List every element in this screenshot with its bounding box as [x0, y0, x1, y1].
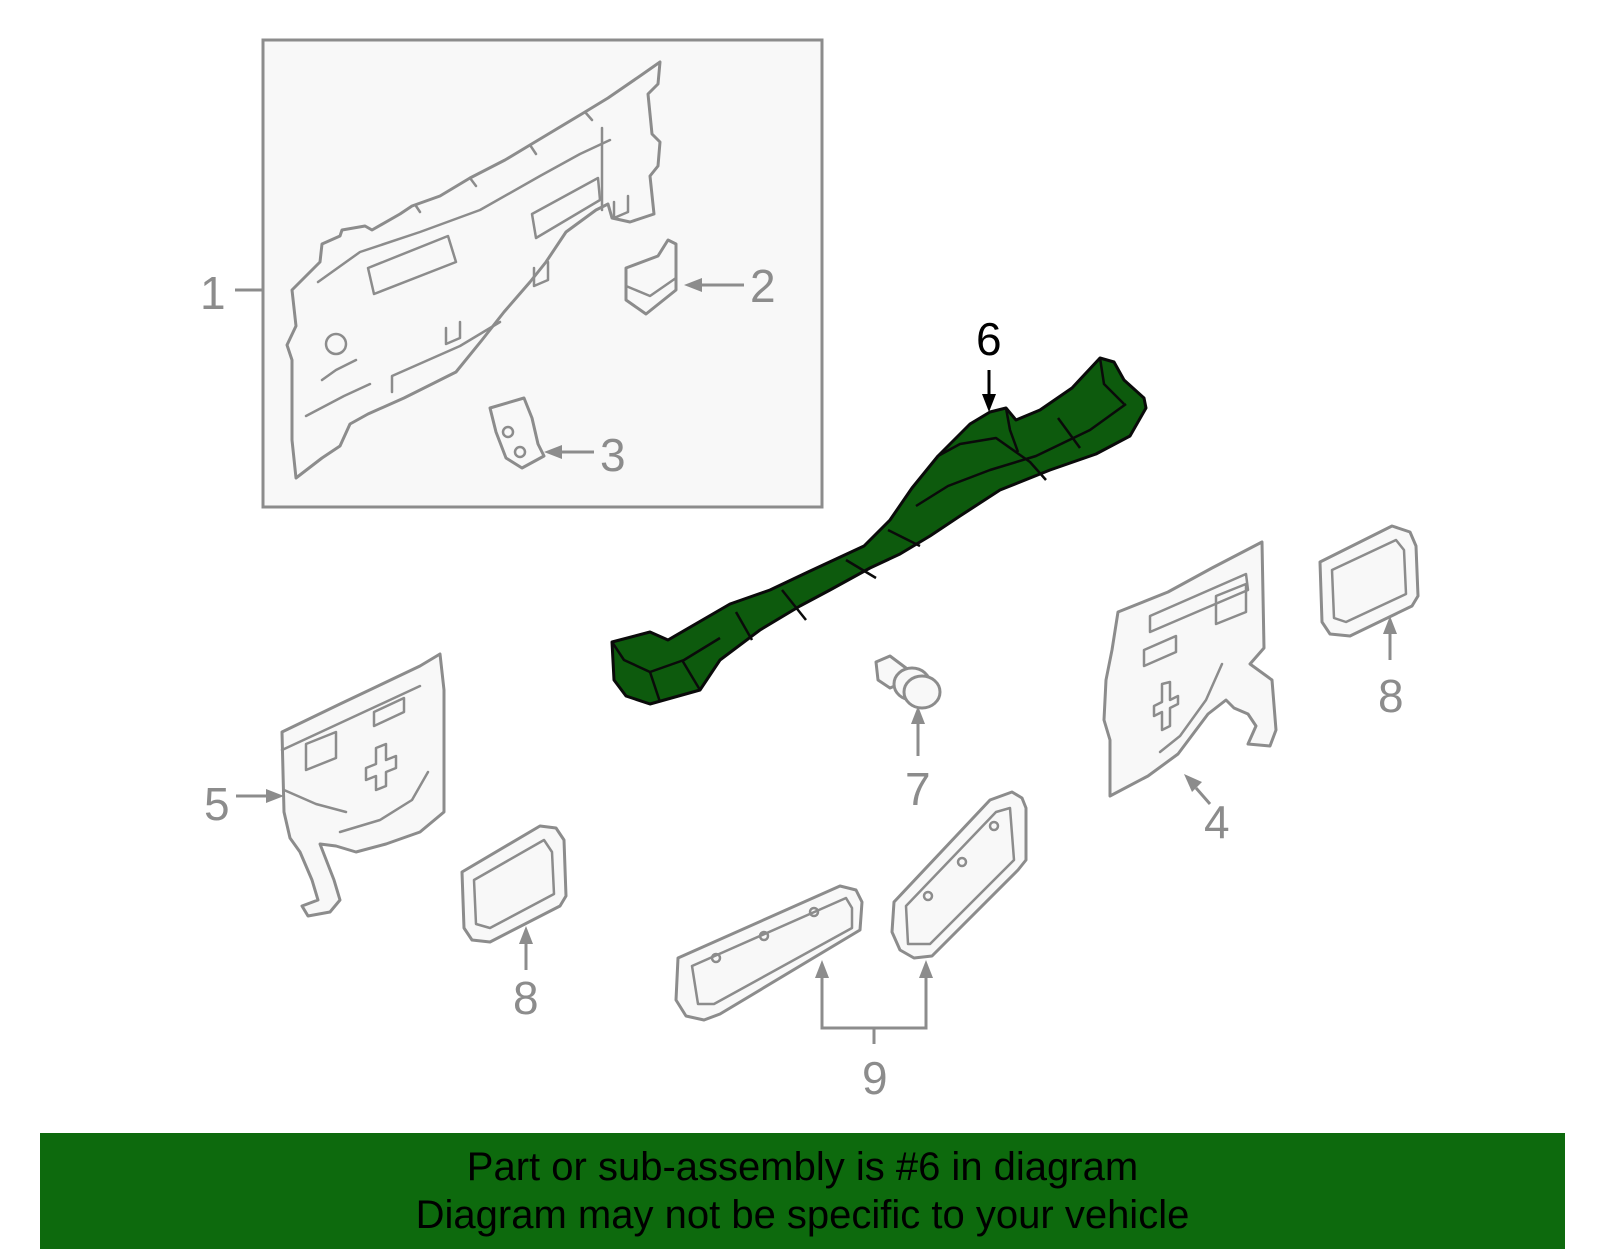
callout-4: 4 — [1204, 796, 1230, 848]
part-8-pad-left — [460, 824, 568, 944]
part-5-panel — [280, 652, 446, 918]
footer-text: Part or sub-assembly is #6 in diagram Di… — [40, 1133, 1565, 1249]
part-1-panel — [285, 60, 662, 480]
part-2-bracket — [624, 238, 678, 316]
footer-line-1: Part or sub-assembly is #6 in diagram — [466, 1145, 1139, 1189]
leader-lines — [235, 278, 1397, 1044]
part-9-pad-left — [674, 884, 864, 1022]
part-8-pad-right — [1318, 524, 1420, 638]
part-3-bracket — [488, 396, 546, 470]
part-4-panel — [1102, 540, 1278, 798]
callout-9: 9 — [862, 1052, 888, 1104]
callout-7: 7 — [905, 763, 931, 815]
part-6-rail — [610, 356, 1148, 706]
part-1-inset — [261, 38, 824, 509]
callout-6: 6 — [976, 313, 1002, 365]
callout-8-left: 8 — [513, 972, 539, 1024]
callout-5: 5 — [204, 778, 230, 830]
part-7-clip — [874, 654, 942, 710]
callout-8-right: 8 — [1378, 670, 1404, 722]
part-9-pad-right — [890, 790, 1028, 960]
footer-line-2: Diagram may not be specific to your vehi… — [415, 1193, 1190, 1237]
footer-banner — [40, 1133, 1565, 1249]
callout-2: 2 — [750, 260, 776, 312]
callout-3: 3 — [600, 429, 626, 481]
callout-1: 1 — [200, 267, 226, 319]
